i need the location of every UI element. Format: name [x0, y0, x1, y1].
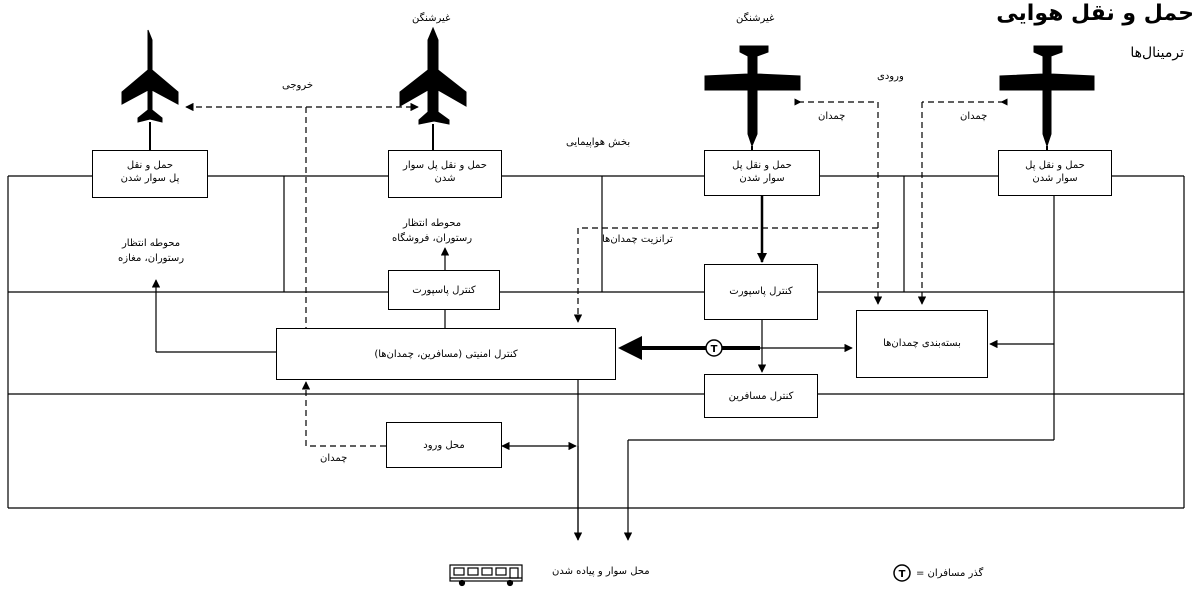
aircraft-icon-1 [121, 29, 179, 150]
passport-control-label-2: کنترل پاسپورت [729, 286, 793, 297]
baggage-dashed-lines [185, 98, 1008, 447]
baggage-sorting-box: بسته‌بندی چمدان‌ها [856, 310, 988, 378]
boarding-bridge-label-4: حمل و نقل پل سوار شدن [1025, 160, 1085, 184]
waiting-area-left: محوطه انتظار رستوران، مغازه [118, 238, 185, 264]
arrival-label: ورودی [877, 71, 904, 82]
entrance-label: محل ورود [423, 440, 465, 451]
baggage-label-1: چمدان [818, 111, 846, 122]
boarding-bridge-label-3: حمل و نقل پل سوار شدن [732, 160, 792, 184]
flow-lines [7, 175, 1185, 541]
boarding-bridge-label-2: حمل و نقل پل سوار شدن [402, 160, 487, 184]
baggage-label-2: چمدان [960, 111, 988, 122]
passenger-control-box: کنترل مسافرین [704, 374, 818, 418]
passenger-control-label: کنترل مسافرین [728, 391, 794, 402]
svg-text:T: T [899, 569, 906, 580]
aircraft-icon-2 [399, 26, 467, 150]
boarding-bridge-label-1: حمل و نقل پل سوار شدن [120, 160, 180, 184]
boarding-bridge-box-2: حمل و نقل پل سوار شدن [388, 150, 502, 198]
legend-t-icon: T [893, 564, 911, 582]
page-title: حمل و نقل هوایی [996, 1, 1194, 26]
passenger-transit-symbol: T [705, 339, 723, 357]
boarding-bridge-box-1: حمل و نقل پل سوار شدن [92, 150, 208, 198]
passport-control-label-1: کنترل پاسپورت [412, 285, 476, 296]
departure-label: خروجی [282, 80, 314, 91]
security-control-box: کنترل امنیتی (مسافرین، چمدان‌ها) [276, 328, 616, 380]
bus-icon [449, 564, 523, 587]
baggage-sorting-label: بسته‌بندی چمدان‌ها [883, 338, 961, 349]
boarding-bridge-box-3: حمل و نقل پل سوار شدن [704, 150, 820, 196]
passenger-flow-thick-arrow [618, 336, 760, 360]
passport-control-box-2: کنترل پاسپورت [704, 264, 818, 320]
legend-text: گذر مسافران = [916, 568, 984, 579]
baggage-label-3: چمدان [320, 453, 348, 464]
page-subtitle: ترمینال‌ها [1130, 45, 1184, 61]
waiting-area-mid: محوطه انتظار رستوران، فروشگاه [392, 218, 473, 244]
entrance-box: محل ورود [386, 422, 502, 468]
passport-control-box-1: کنترل پاسپورت [388, 270, 500, 310]
flight-section-label: بخش هواپیمایی [566, 137, 631, 148]
non-schengen-label-2: غیرشنگن [412, 13, 451, 24]
baggage-transit-label: ترانزیت چمدان‌ها [602, 234, 673, 245]
non-schengen-label-3: غیرشنگن [736, 13, 775, 24]
svg-text:T: T [711, 344, 718, 355]
security-control-label: کنترل امنیتی (مسافرین، چمدان‌ها) [374, 349, 518, 360]
drop-off-label: محل سوار و پیاده شدن [552, 566, 650, 577]
boarding-bridge-box-4: حمل و نقل پل سوار شدن [998, 150, 1112, 196]
